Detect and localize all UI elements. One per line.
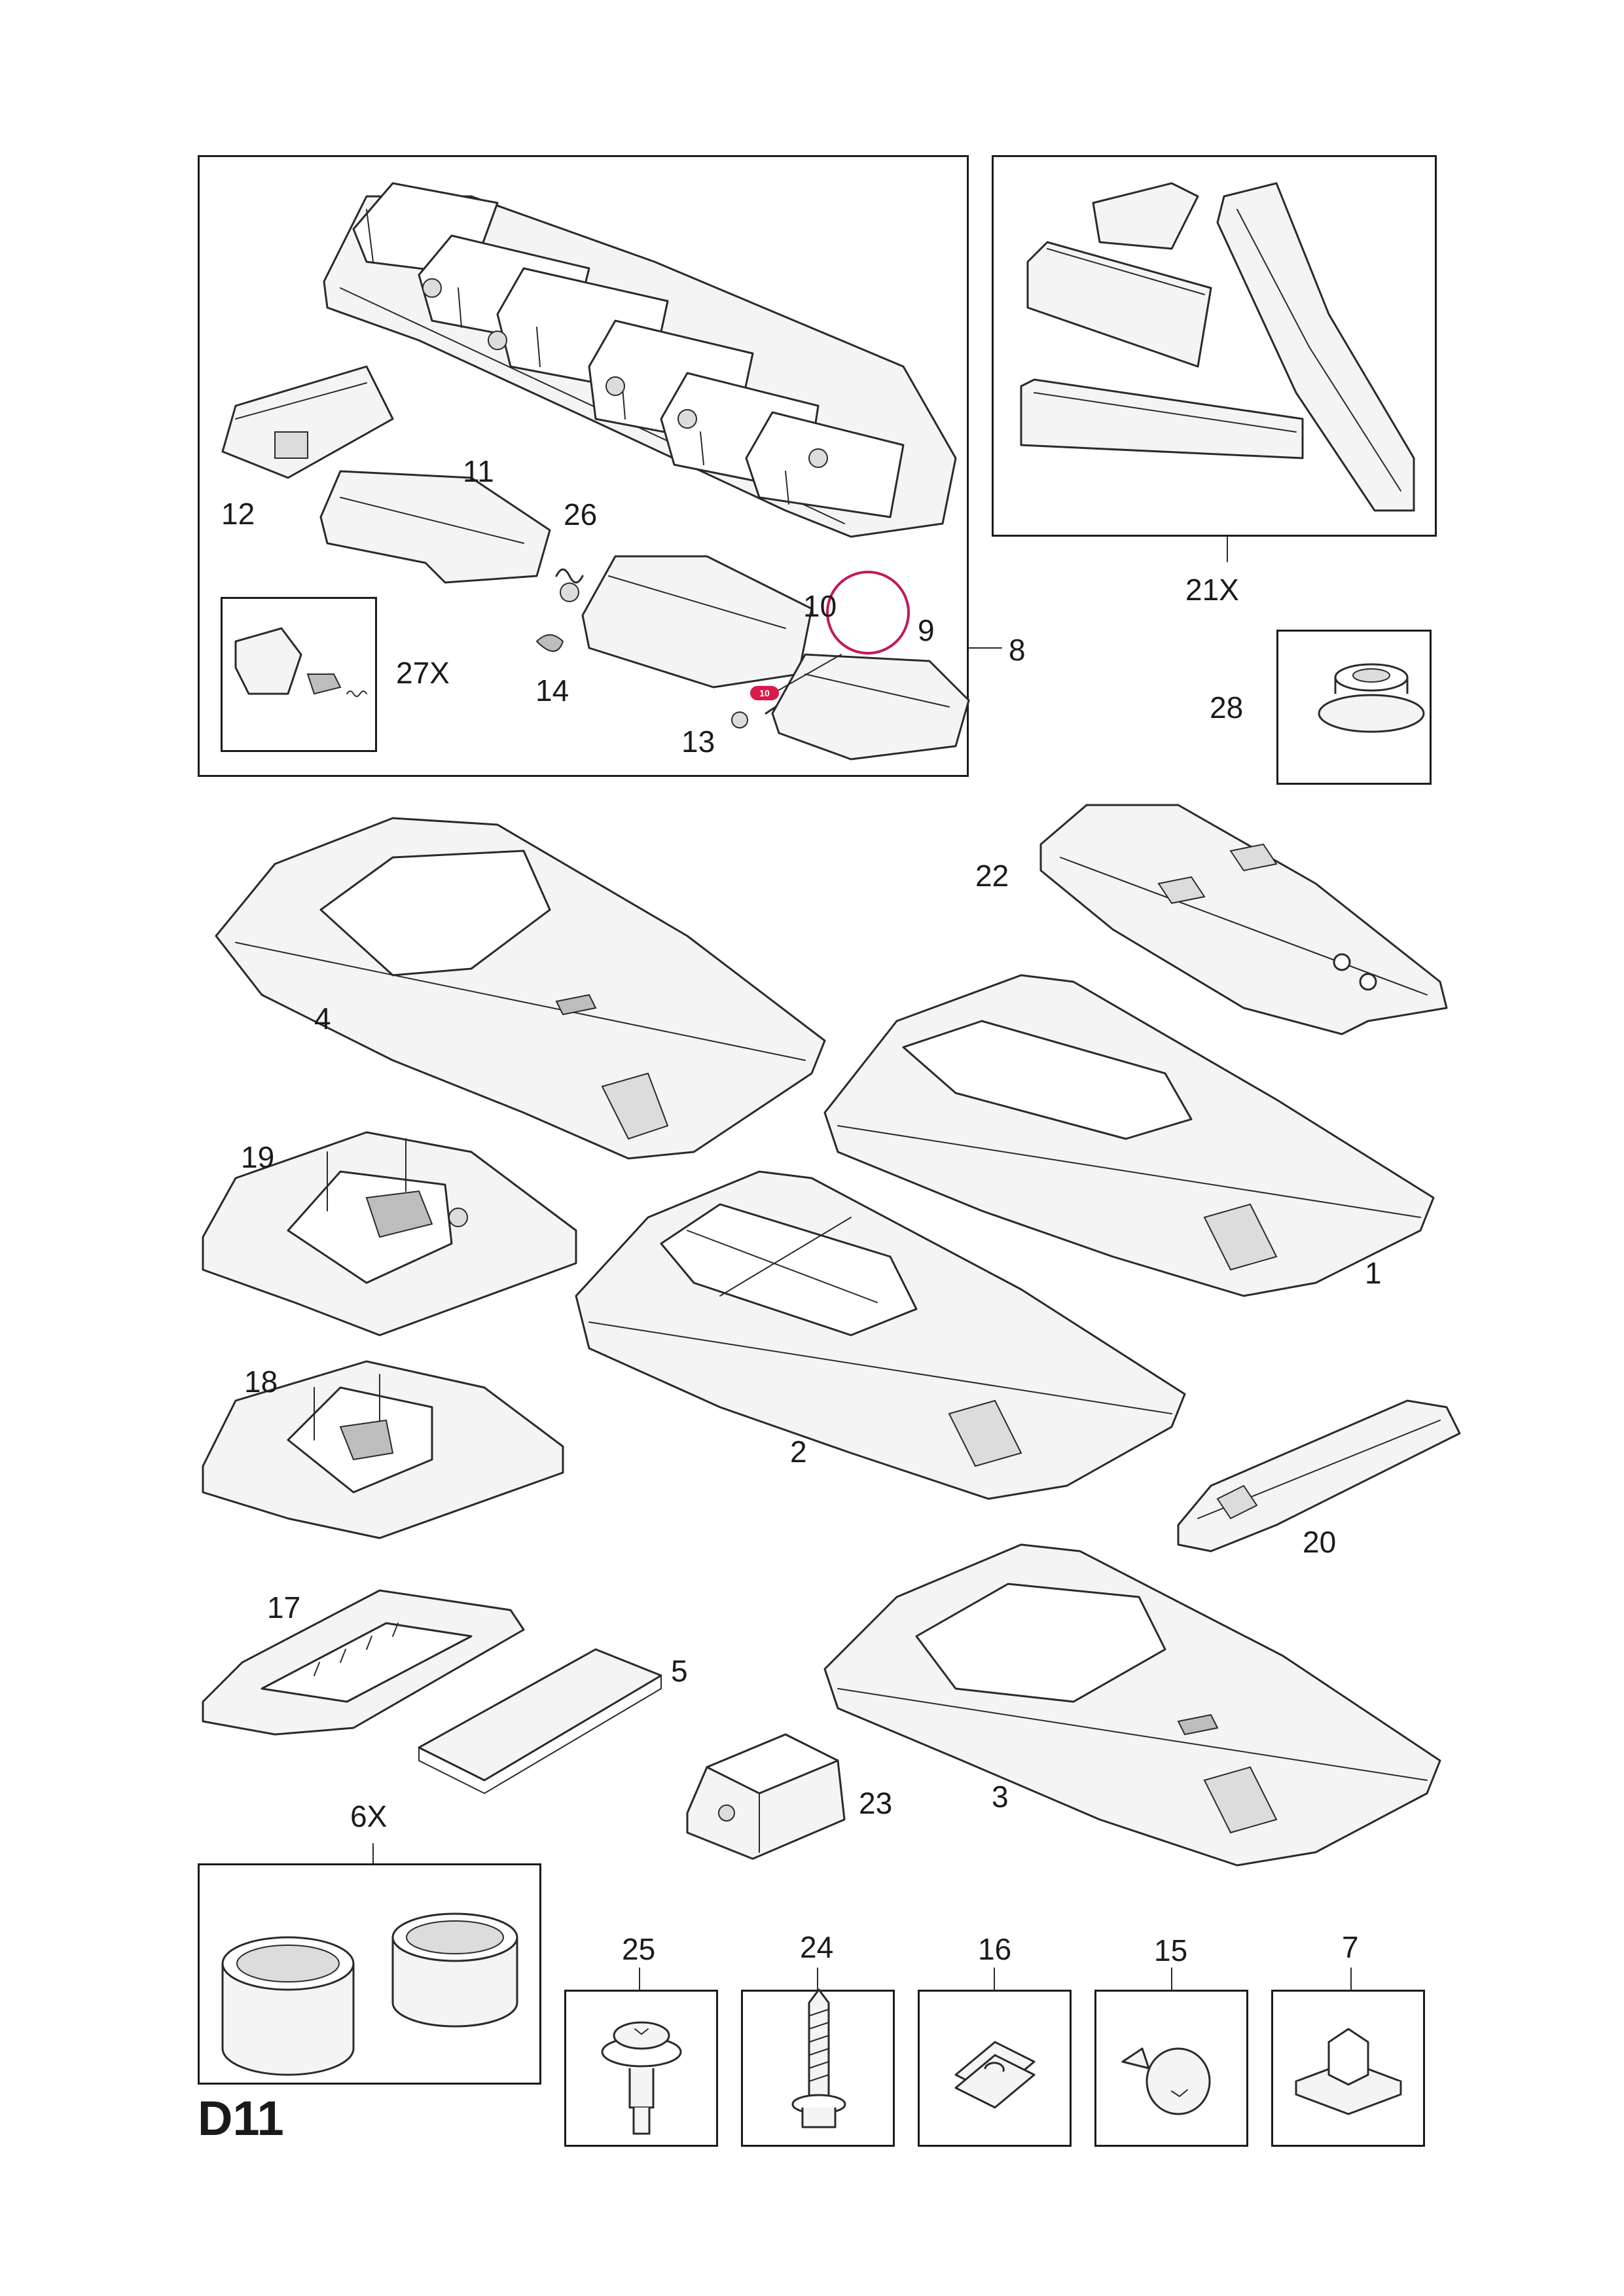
pad-5-art bbox=[418, 1648, 662, 1794]
part-label-14[interactable]: 14 bbox=[535, 673, 569, 708]
rear-panel-22-art bbox=[1039, 804, 1448, 1035]
part-label-11[interactable]: 11 bbox=[463, 454, 494, 488]
headliner-2-art bbox=[575, 1170, 1186, 1500]
part-label-28[interactable]: 28 bbox=[1210, 691, 1244, 725]
page-code: D11 bbox=[198, 2091, 284, 2145]
part-label-7[interactable]: 7 bbox=[1342, 1930, 1359, 1964]
trim-pieces-art-top bbox=[1020, 182, 1415, 512]
part-label-13[interactable]: 13 bbox=[681, 725, 715, 759]
nut-7-art-top bbox=[1295, 2028, 1402, 2115]
part-label-21x[interactable]: 21X bbox=[1185, 573, 1239, 607]
console-assembly-art-top bbox=[221, 182, 970, 761]
highlight-badge[interactable]: 10 bbox=[750, 686, 779, 700]
tape-rolls-art-top bbox=[221, 1912, 518, 2076]
trim-20-art bbox=[1177, 1399, 1461, 1552]
part-label-24[interactable]: 24 bbox=[800, 1930, 834, 1964]
part-label-4[interactable]: 4 bbox=[314, 1001, 331, 1035]
part-label-27x[interactable]: 27X bbox=[396, 656, 450, 690]
highlight-ring bbox=[826, 571, 910, 655]
part-label-8[interactable]: 8 bbox=[1009, 633, 1026, 667]
screw-15-art-top bbox=[1121, 2047, 1211, 2115]
part-label-3[interactable]: 3 bbox=[992, 1780, 1009, 1814]
part-label-5[interactable]: 5 bbox=[671, 1654, 688, 1688]
console-19-art bbox=[202, 1131, 577, 1336]
part-label-25[interactable]: 25 bbox=[622, 1932, 656, 1966]
screw-25-art-top bbox=[601, 2021, 682, 2135]
part-label-12[interactable]: 12 bbox=[221, 497, 255, 531]
part-label-6x[interactable]: 6X bbox=[350, 1799, 388, 1833]
part-label-22[interactable]: 22 bbox=[975, 859, 1009, 893]
bolt-24-art-top bbox=[791, 1988, 846, 2128]
part-label-1[interactable]: 1 bbox=[1365, 1256, 1382, 1290]
part-label-18[interactable]: 18 bbox=[244, 1365, 278, 1399]
block-23-art bbox=[686, 1733, 846, 1860]
part-label-2[interactable]: 2 bbox=[790, 1435, 807, 1469]
plug-art-top bbox=[1318, 663, 1425, 733]
part-label-16[interactable]: 16 bbox=[978, 1932, 1012, 1966]
part-label-10[interactable]: 10 bbox=[803, 589, 837, 623]
headliner-4-art bbox=[215, 817, 826, 1160]
part-label-15[interactable]: 15 bbox=[1154, 1933, 1188, 1967]
headliner-3-art bbox=[823, 1543, 1441, 1867]
part-label-19[interactable]: 19 bbox=[241, 1140, 275, 1174]
headliner-1-art bbox=[823, 974, 1435, 1297]
part-label-23[interactable]: 23 bbox=[859, 1786, 893, 1820]
part-label-17[interactable]: 17 bbox=[267, 1590, 301, 1624]
console-18-art bbox=[202, 1360, 564, 1539]
part-label-9[interactable]: 9 bbox=[918, 613, 935, 647]
part-label-20[interactable]: 20 bbox=[1303, 1525, 1337, 1559]
frame-17-art bbox=[202, 1589, 525, 1736]
clip-16-art-top bbox=[954, 2041, 1036, 2109]
part-label-26[interactable]: 26 bbox=[564, 497, 598, 531]
